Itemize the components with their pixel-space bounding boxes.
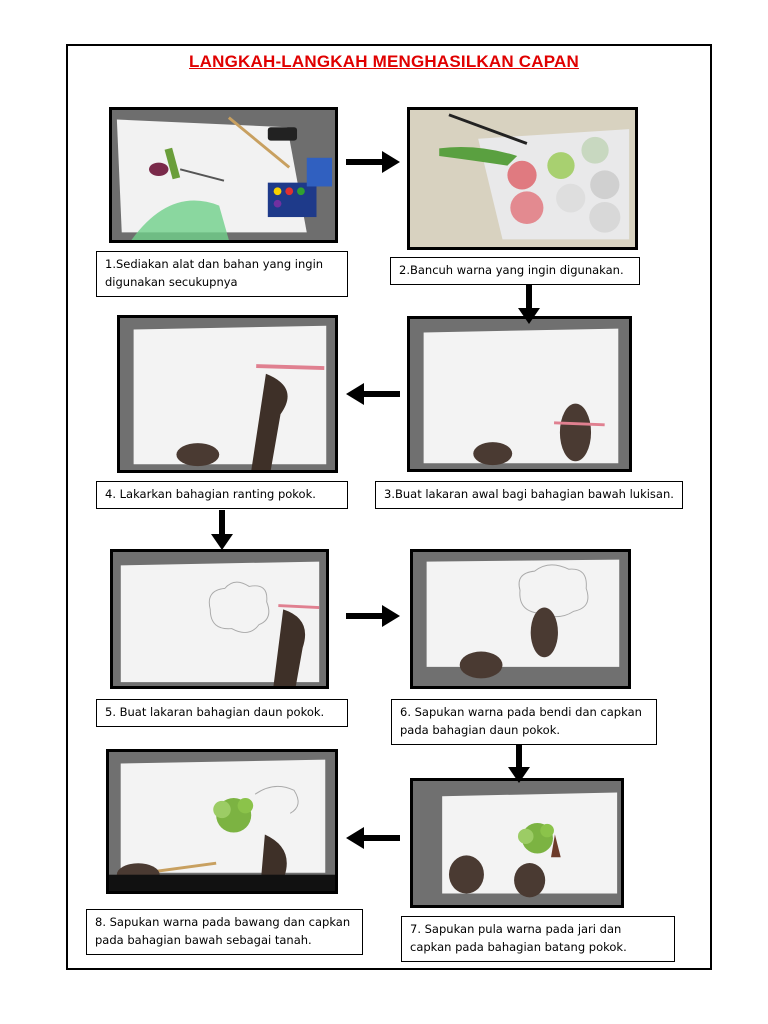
- step-8-photo: [106, 749, 338, 894]
- arrow-right-1-to-2: [346, 150, 400, 174]
- step-3-photo: [407, 316, 632, 472]
- step-6-caption: 6. Sapukan warna pada bendi dan capkan p…: [391, 699, 657, 745]
- step-7-caption: 7. Sapukan pula warna pada jari dan capk…: [401, 916, 675, 962]
- arrow-right-5-to-6: [346, 604, 400, 628]
- step-3-caption: 3.Buat lakaran awal bagi bahagian bawah …: [375, 481, 683, 509]
- page-title: LANGKAH-LANGKAH MENGHASILKAN CAPAN: [189, 52, 579, 71]
- step-8-caption: 8. Sapukan warna pada bawang dan capkan …: [86, 909, 363, 955]
- arrow-down-2-to-3: [517, 284, 541, 324]
- step-7-photo: [410, 778, 624, 908]
- arrow-down-4-to-5: [210, 510, 234, 550]
- step-2-caption: 2.Bancuh warna yang ingin digunakan.: [390, 257, 640, 285]
- arrow-down-6-to-7: [507, 745, 531, 783]
- step-4-caption: 4. Lakarkan bahagian ranting pokok.: [96, 481, 348, 509]
- step-5-caption: 5. Buat lakaran bahagian daun pokok.: [96, 699, 348, 727]
- step-1-photo: [109, 107, 338, 243]
- arrow-left-7-to-8: [346, 826, 400, 850]
- arrow-left-3-to-4: [346, 382, 400, 406]
- step-6-photo: [410, 549, 631, 689]
- step-1-caption: 1.Sediakan alat dan bahan yang ingin dig…: [96, 251, 348, 297]
- step-4-photo: [117, 315, 338, 473]
- step-2-photo: [407, 107, 638, 250]
- step-5-photo: [110, 549, 329, 689]
